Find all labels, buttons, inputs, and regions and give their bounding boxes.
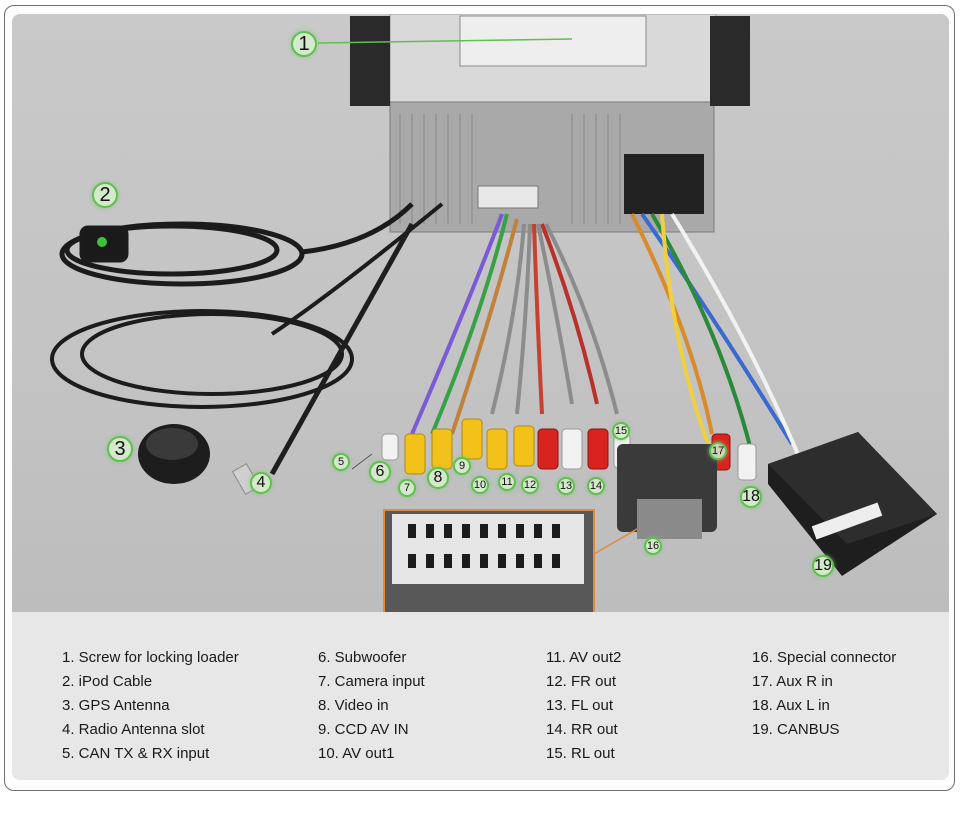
wiring-photo: 1 2 3 4 5 6 7 8 9 10 11 12 13 14 15 16 1… bbox=[12, 14, 949, 612]
callout-5: 5 bbox=[332, 453, 350, 471]
canbus-box bbox=[768, 432, 937, 576]
legend-item: 9. CCD AV IN bbox=[318, 721, 409, 738]
callout-12: 12 bbox=[521, 476, 539, 494]
legend-item: 1. Screw for locking loader bbox=[62, 649, 239, 666]
legend-item: 2. iPod Cable bbox=[62, 673, 153, 690]
legend-item: 4. Radio Antenna slot bbox=[62, 721, 205, 738]
legend-item: 15. RL out bbox=[546, 745, 615, 762]
callout-17: 17 bbox=[709, 442, 727, 460]
legend-column-3: 11. AV out2 12. FR out 13. FL out 14. RR… bbox=[546, 646, 621, 766]
legend-item: 5. CAN TX & RX input bbox=[62, 745, 210, 762]
callout-10: 10 bbox=[471, 476, 489, 494]
legend-item: 10. AV out1 bbox=[318, 745, 395, 762]
legend-panel: 1. Screw for locking loader 2. iPod Cabl… bbox=[12, 612, 949, 780]
callout-3: 3 bbox=[107, 436, 133, 462]
callout-18: 18 bbox=[740, 486, 762, 508]
legend-item: 11. AV out2 bbox=[546, 649, 622, 666]
callout-13: 13 bbox=[557, 477, 575, 495]
callout-11: 11 bbox=[498, 473, 516, 491]
legend-column-2: 6. Subwoofer 7. Camera input 8. Video in… bbox=[318, 646, 425, 766]
legend-column-1: 1. Screw for locking loader 2. iPod Cabl… bbox=[62, 646, 239, 766]
legend-item: 6. Subwoofer bbox=[318, 649, 407, 666]
legend-item: 17. Aux R in bbox=[752, 673, 833, 690]
connector-inset bbox=[383, 509, 638, 612]
legend-item: 19. CANBUS bbox=[752, 721, 840, 738]
head-unit bbox=[350, 14, 750, 233]
callout-16: 16 bbox=[644, 537, 662, 555]
legend-column-4: 16. Special connector 17. Aux R in 18. A… bbox=[752, 646, 896, 742]
legend-item: 3. GPS Antenna bbox=[62, 697, 170, 714]
callout-1: 1 bbox=[291, 31, 317, 57]
legend-item: 12. FR out bbox=[546, 673, 617, 690]
callout-6: 6 bbox=[369, 461, 391, 483]
legend-item: 18. Aux L in bbox=[752, 697, 830, 714]
callout-2: 2 bbox=[92, 182, 118, 208]
wiring-illustration bbox=[50, 14, 937, 612]
callout-7: 7 bbox=[398, 479, 416, 497]
callout-8: 8 bbox=[427, 467, 449, 489]
callout-9: 9 bbox=[453, 457, 471, 475]
legend-item: 14. RR out bbox=[546, 721, 618, 738]
callout-15: 15 bbox=[612, 422, 630, 440]
callout-19: 19 bbox=[812, 555, 834, 577]
legend-item: 16. Special connector bbox=[752, 649, 897, 666]
callout-4: 4 bbox=[250, 472, 272, 494]
legend-item: 13. FL out bbox=[546, 697, 613, 714]
ipod-cable bbox=[59, 202, 414, 287]
legend-item: 8. Video in bbox=[318, 697, 389, 714]
callout-14: 14 bbox=[587, 477, 605, 495]
legend-item: 7. Camera input bbox=[318, 673, 425, 690]
